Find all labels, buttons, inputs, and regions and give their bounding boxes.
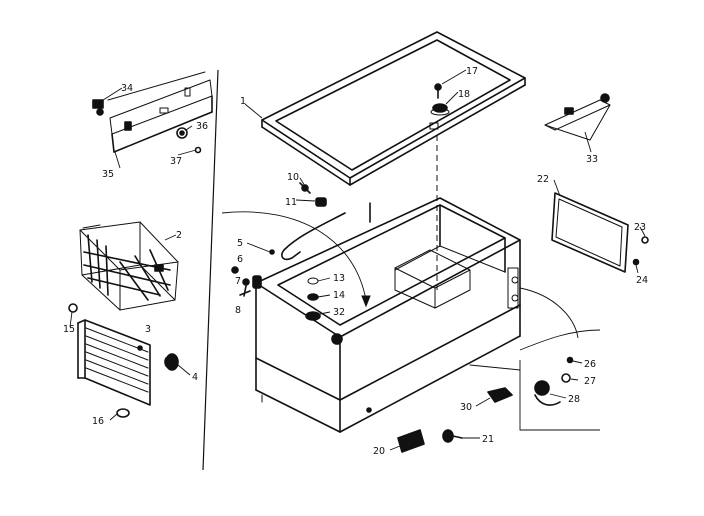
callout-17: 17 [466,66,478,77]
hinge-cover-33 [544,93,611,141]
drain-30 [469,364,521,403]
hinge-8 [239,275,262,296]
screw-37 [194,146,202,154]
callout-34: 34 [121,83,133,94]
plug-26 [566,356,574,364]
drain-fitting-28 [534,380,561,406]
callout-20: 20 [373,446,385,457]
callout-27: 27 [584,376,596,387]
callout-10: 10 [287,172,299,183]
callout-21: 21 [482,434,494,445]
callout-1: 1 [240,96,246,107]
callout-24: 24 [636,275,648,286]
callout-28: 28 [568,394,580,405]
callouts: 1 2 3 4 5 6 7 8 10 11 13 14 15 16 17 18 … [63,66,648,457]
clip-34 [92,99,104,116]
callout-35: 35 [102,169,114,180]
callout-26: 26 [584,359,596,370]
knob-4 [164,353,179,371]
callout-23: 23 [634,222,646,233]
callout-4: 4 [192,372,198,383]
callout-3: 3 [145,324,151,335]
callout-18: 18 [458,89,470,100]
callout-15: 15 [63,324,75,335]
separator-line [202,69,219,471]
callout-37: 37 [170,156,182,167]
callout-33: 33 [586,154,598,165]
lid-frame [261,31,526,186]
lid-bumper-18 [430,103,450,116]
callout-16: 16 [92,416,104,427]
grommet-36 [176,127,188,139]
heater-cord-5 [269,212,346,261]
washer-27 [561,373,571,383]
callout-14: 14 [333,290,345,301]
cabinet [255,197,521,433]
callout-30: 30 [460,402,472,413]
kick-plate-20 [397,429,425,453]
callout-5: 5 [237,238,243,249]
callout-13: 13 [333,273,345,284]
callout-32: 32 [333,307,345,318]
callout-8: 8 [235,305,241,316]
screw-23 [641,236,649,244]
knob-13 [307,277,319,285]
leveling-foot-21 [442,429,463,443]
side-panel-22 [551,192,629,273]
bolt-6 [231,266,239,274]
bolt-7 [242,278,250,297]
callout-2: 2 [176,230,182,241]
callout-11: 11 [285,197,297,208]
wire-basket-2 [79,221,179,311]
screw-24 [632,258,640,266]
lid-screw-17 [434,83,442,99]
callout-22: 22 [537,174,549,185]
thermostat-32 [305,311,321,321]
clip-15 [68,303,78,313]
callout-7: 7 [235,276,241,287]
leader-lines [69,69,646,451]
bracket-34 [107,71,213,153]
front-panel-3 [77,319,151,406]
hinge-bracket-11 [299,182,327,207]
callout-36: 36 [196,121,208,132]
washer-14 [307,293,319,301]
callout-6: 6 [237,254,243,265]
clip-16 [116,408,130,418]
